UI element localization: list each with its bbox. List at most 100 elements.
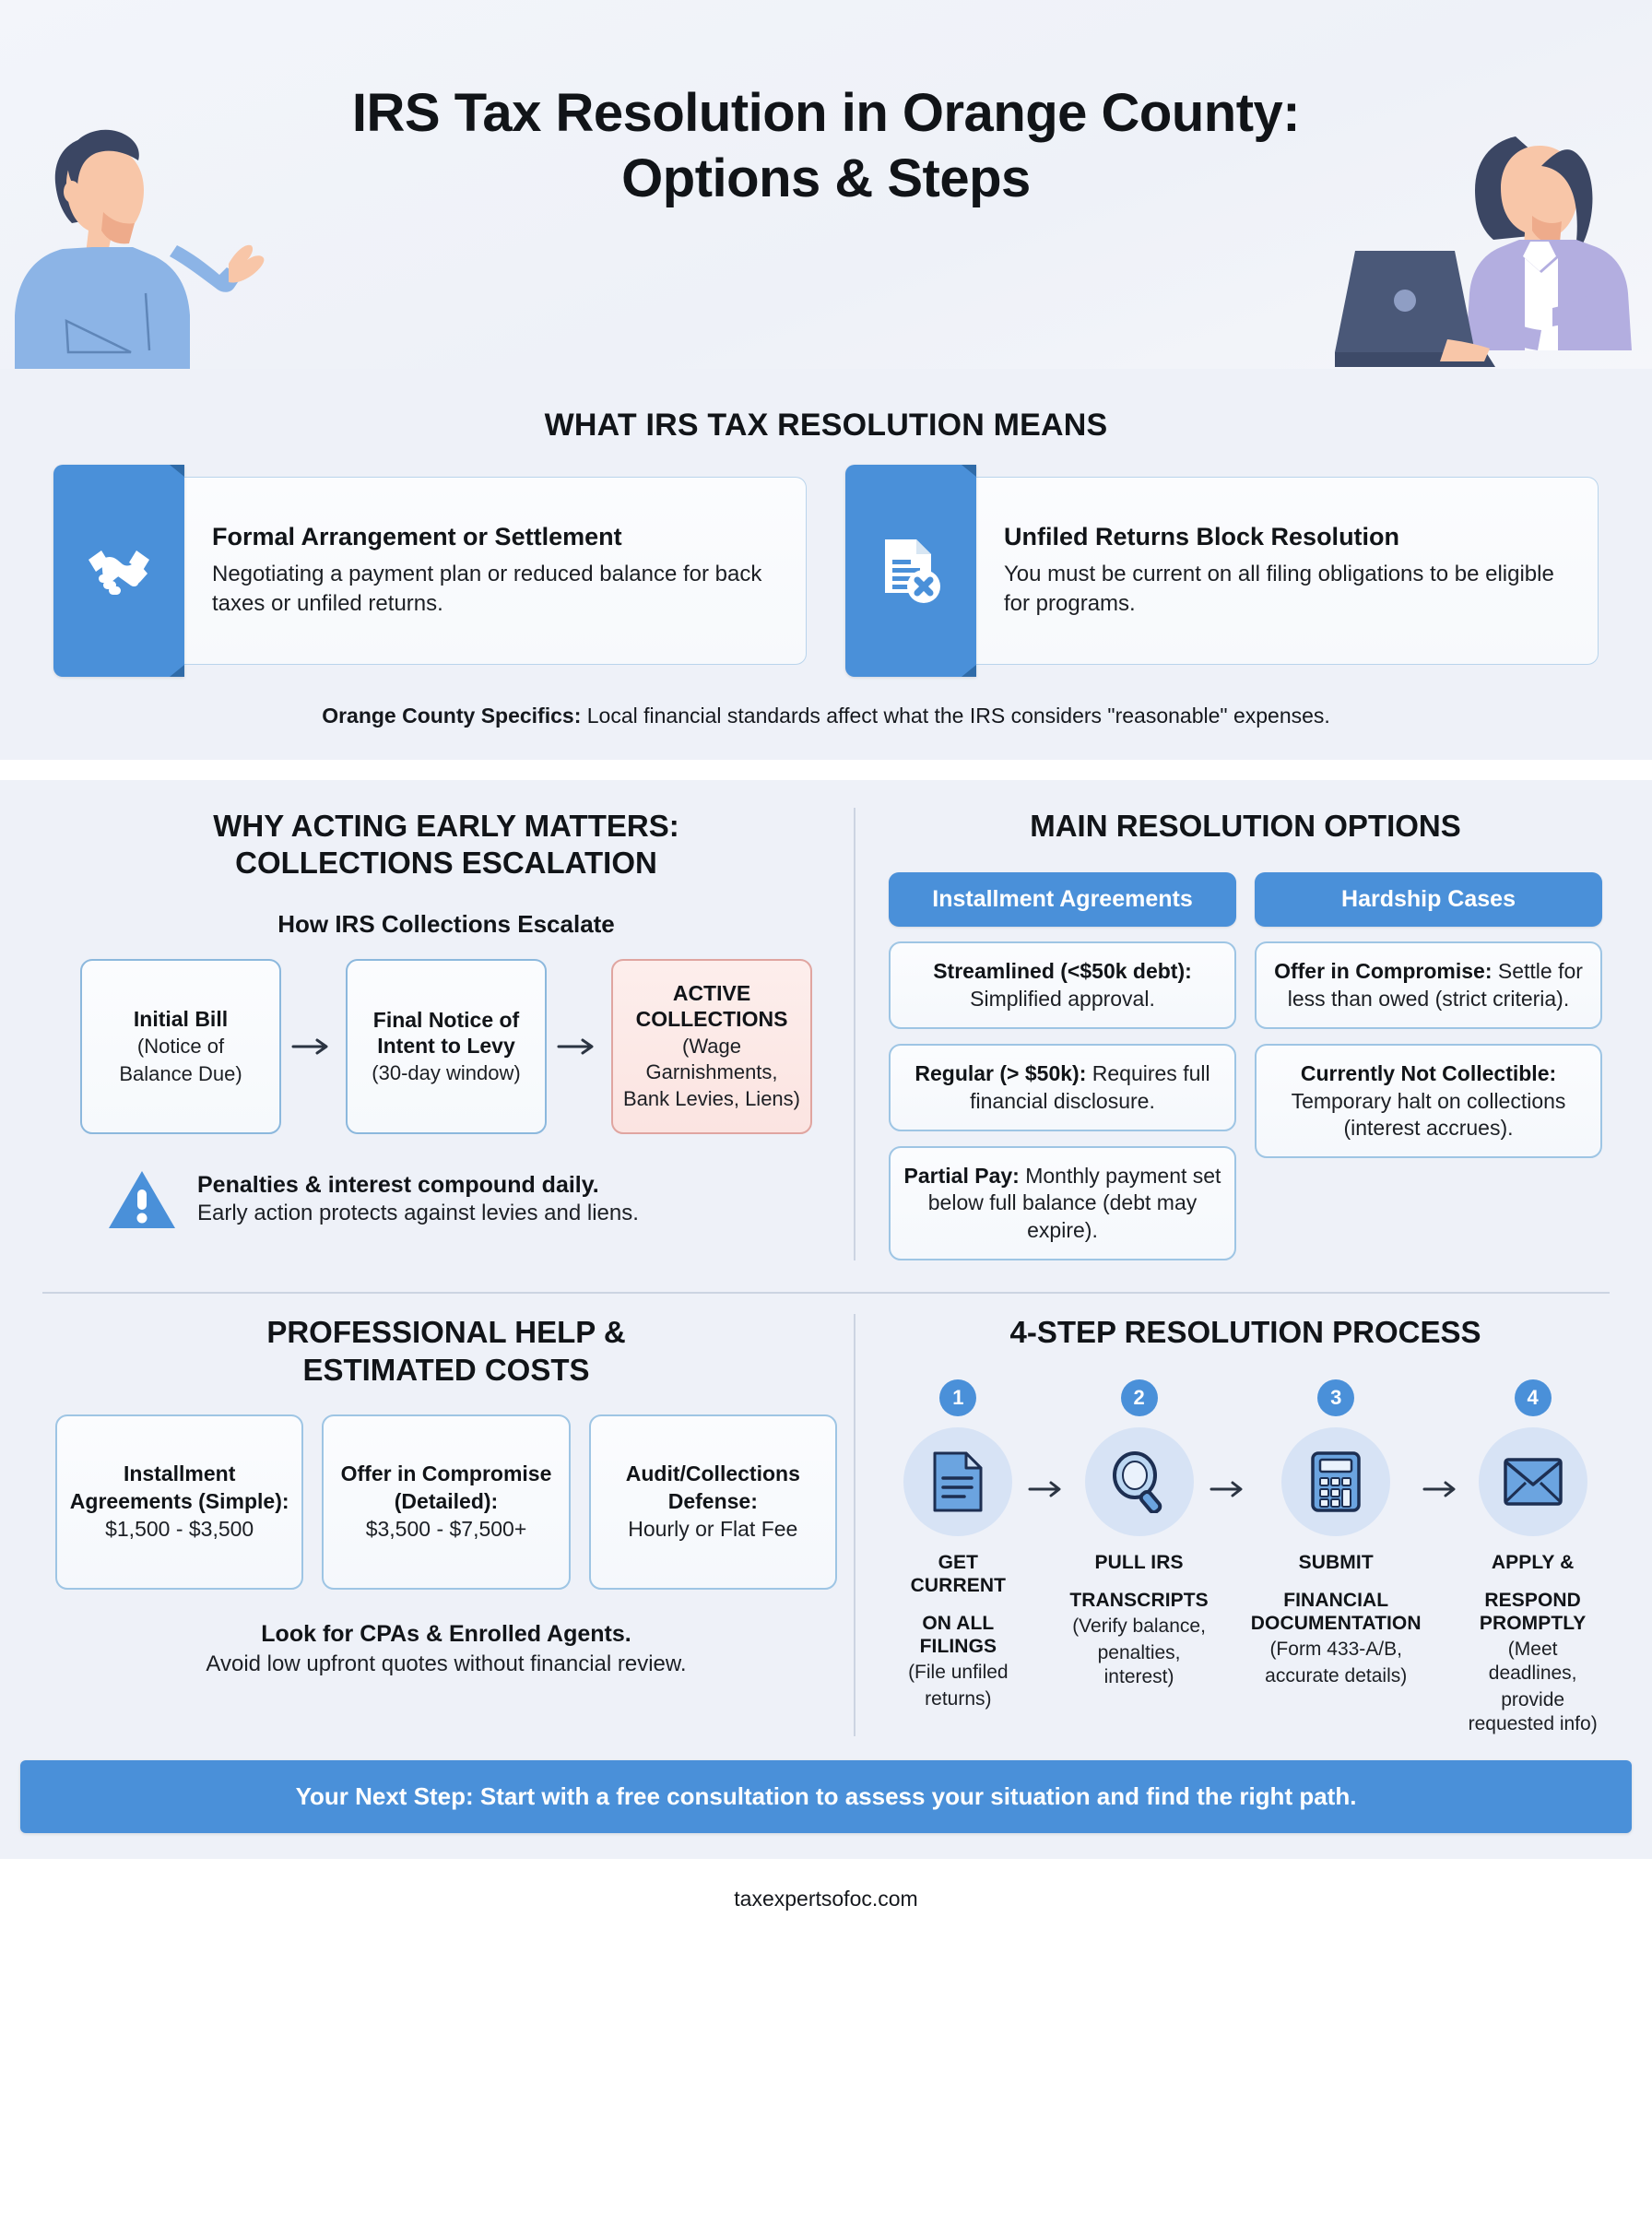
means-card-text: You must be current on all filing obliga… bbox=[1004, 561, 1554, 616]
step-label-line-1: GET CURRENT bbox=[910, 1551, 1007, 1596]
page-title-line-1: IRS Tax Resolution in Orange County: bbox=[351, 83, 1301, 143]
cost-card-label: Audit/Collections Defense: bbox=[625, 1461, 800, 1513]
option-card: Offer in Compromise: Settle for less tha… bbox=[1255, 941, 1602, 1030]
process-title: 4-STEP RESOLUTION PROCESS bbox=[1009, 1315, 1481, 1350]
calculator-icon bbox=[1311, 1450, 1361, 1512]
costs-note: Look for CPAs & Enrolled Agents. Avoid l… bbox=[55, 1621, 837, 1677]
costs-note-body: Avoid low upfront quotes without financi… bbox=[206, 1651, 687, 1676]
option-card-label: Streamlined (<$50k debt): bbox=[933, 959, 1192, 984]
flow-step-title: Final Notice of Intent to Levy bbox=[372, 1007, 520, 1058]
step-sub-line-1: (Meet deadlines, bbox=[1488, 1639, 1577, 1685]
step-sub-line-1: (Verify balance, bbox=[1072, 1615, 1206, 1637]
option-column-installment: Installment Agreements Streamlined (<$50… bbox=[889, 872, 1236, 1261]
flow-step-title: ACTIVE COLLECTIONS bbox=[635, 980, 788, 1031]
man-pointing-illustration bbox=[15, 129, 265, 369]
why-early-title-line-1: WHY ACTING EARLY MATTERS: bbox=[213, 809, 679, 843]
step-label-line-2: FINANCIAL DOCUMENTATION bbox=[1250, 1589, 1422, 1634]
option-column-hardship: Hardship Cases Offer in Compromise: Sett… bbox=[1255, 872, 1602, 1159]
page-title: IRS Tax Resolution in Orange County: Opt… bbox=[0, 81, 1652, 212]
column-resolution-options: MAIN RESOLUTION OPTIONS Installment Agre… bbox=[854, 808, 1610, 1261]
penalties-warning-headline: Penalties & interest compound daily. bbox=[197, 1172, 599, 1198]
page-title-line-2: Options & Steps bbox=[621, 148, 1031, 208]
option-card: Streamlined (<$50k debt): Simplified app… bbox=[889, 941, 1236, 1030]
step-icon-circle bbox=[903, 1426, 1013, 1536]
column-professional-costs: PROFESSIONAL HELP & ESTIMATED COSTS Inst… bbox=[42, 1314, 854, 1736]
step-sub-line-2: provide requested info) bbox=[1468, 1689, 1598, 1735]
header-banner: IRS Tax Resolution in Orange County: Opt… bbox=[0, 0, 1652, 369]
process-arrow-icon bbox=[1027, 1379, 1069, 1499]
option-card-text: Simplified approval. bbox=[970, 986, 1155, 1011]
flow-step-sub-1: (Notice of bbox=[136, 1034, 225, 1058]
process-step: 2 PULL IRS TRANSCRIPTS (Verify balance, … bbox=[1069, 1379, 1209, 1689]
option-column-header: Installment Agreements bbox=[889, 872, 1236, 928]
step-icon-circle bbox=[1281, 1426, 1391, 1536]
step-sub-line-1: (File unfiled bbox=[908, 1662, 1009, 1684]
option-card-label: Offer in Compromise: bbox=[1274, 959, 1493, 984]
bottom-columns: PROFESSIONAL HELP & ESTIMATED COSTS Inst… bbox=[0, 1314, 1652, 1737]
step-label-line-2: RESPOND PROMPTLY bbox=[1479, 1589, 1587, 1634]
means-card-body: Formal Arrangement or Settlement Negotia… bbox=[184, 477, 807, 665]
step-label-line-1: APPLY & bbox=[1491, 1551, 1575, 1573]
document-icon bbox=[933, 1451, 983, 1512]
step-label-line-1: PULL IRS bbox=[1094, 1551, 1184, 1573]
flow-step-sub-2: Bank Levies, Liens) bbox=[623, 1087, 800, 1111]
process-step: 1 GET CURRENT ON ALL FILINGS (File unfil… bbox=[889, 1379, 1027, 1712]
penalties-warning: Penalties & interest compound daily. Ear… bbox=[55, 1167, 837, 1232]
option-card-label: Partial Pay: bbox=[903, 1164, 1020, 1188]
cost-card-value: $1,500 - $3,500 bbox=[105, 1516, 254, 1541]
flow-step-final-notice: Final Notice of Intent to Levy (30-day w… bbox=[346, 958, 547, 1134]
process-step-list: 1 GET CURRENT ON ALL FILINGS (File unfil… bbox=[889, 1379, 1602, 1737]
orange-county-note-text: Local financial standards affect what th… bbox=[581, 704, 1330, 728]
cost-card-value: Hourly or Flat Fee bbox=[628, 1516, 798, 1541]
footer-website-url[interactable]: taxexpertsofoc.com bbox=[0, 1859, 1652, 1936]
section-what-it-means: WHAT IRS TAX RESOLUTION MEANS Formal bbox=[0, 369, 1652, 760]
step-sub-line-1: (Form 433-A/B, bbox=[1269, 1639, 1402, 1661]
top-columns: WHY ACTING EARLY MATTERS: COLLECTIONS ES… bbox=[0, 808, 1652, 1261]
cost-card-label: Installment Agreements (Simple): bbox=[69, 1461, 289, 1513]
option-card-text: Settle for less than owed (strict criter… bbox=[1287, 959, 1583, 1011]
option-column-header: Hardship Cases bbox=[1255, 872, 1602, 928]
option-card-label: Regular (> $50k): bbox=[914, 1061, 1087, 1086]
costs-title-line-2: ESTIMATED COSTS bbox=[302, 1352, 590, 1387]
section-divider bbox=[42, 1292, 1610, 1295]
penalties-warning-body: Early action protects against levies and… bbox=[197, 1201, 639, 1225]
step-sub-line-2: penalties, interest) bbox=[1097, 1641, 1181, 1687]
option-card: Partial Pay: Monthly payment set below f… bbox=[889, 1146, 1236, 1261]
escalation-subtitle: How IRS Collections Escalate bbox=[277, 909, 615, 938]
means-card-heading: Formal Arrangement or Settlement bbox=[212, 522, 622, 550]
column-four-step-process: 4-STEP RESOLUTION PROCESS 1 GET CURRENT bbox=[854, 1314, 1610, 1737]
section-body: WHY ACTING EARLY MATTERS: COLLECTIONS ES… bbox=[0, 780, 1652, 1860]
column-why-early: WHY ACTING EARLY MATTERS: COLLECTIONS ES… bbox=[42, 808, 854, 1260]
step-number-badge: 4 bbox=[1514, 1379, 1552, 1416]
handshake-icon bbox=[53, 465, 184, 677]
step-label-line-1: SUBMIT bbox=[1298, 1551, 1374, 1573]
flow-step-sub-2: Balance Due) bbox=[119, 1061, 242, 1085]
process-step: 4 APPLY & RESPOND PROMPTLY (Meet deadlin… bbox=[1464, 1379, 1602, 1737]
cost-card-label: Offer in Compromise (Detailed): bbox=[340, 1461, 552, 1513]
cta-banner[interactable]: Your Next Step: Start with a free consul… bbox=[20, 1760, 1632, 1834]
means-card-list: Formal Arrangement or Settlement Negotia… bbox=[0, 465, 1652, 677]
option-card: Currently Not Collectible: Temporary hal… bbox=[1255, 1044, 1602, 1159]
option-card-label: Currently Not Collectible: bbox=[1300, 1061, 1557, 1086]
flow-arrow-icon bbox=[554, 1035, 604, 1058]
document-x-icon bbox=[845, 465, 976, 677]
step-number-badge: 2 bbox=[1120, 1379, 1158, 1416]
means-card-text: Negotiating a payment plan or reduced ba… bbox=[212, 561, 762, 616]
section-means-title: WHAT IRS TAX RESOLUTION MEANS bbox=[544, 408, 1108, 443]
option-card: Regular (> $50k): Requires full financia… bbox=[889, 1044, 1236, 1131]
means-card-body: Unfiled Returns Block Resolution You mus… bbox=[976, 477, 1599, 665]
step-label-line-2: ON ALL FILINGS bbox=[919, 1612, 997, 1658]
step-icon-circle bbox=[1084, 1426, 1194, 1536]
magnifier-icon bbox=[1112, 1450, 1162, 1513]
cost-card-list: Installment Agreements (Simple): $1,500 … bbox=[55, 1414, 837, 1590]
envelope-icon bbox=[1503, 1457, 1563, 1506]
orange-county-note-label: Orange County Specifics: bbox=[322, 704, 582, 728]
woman-with-laptop-illustration bbox=[1335, 136, 1632, 367]
cost-card: Installment Agreements (Simple): $1,500 … bbox=[55, 1414, 304, 1590]
option-card-text: Requires full financial disclosure. bbox=[970, 1061, 1210, 1113]
step-sub-line-2: accurate details) bbox=[1265, 1665, 1408, 1687]
process-arrow-icon bbox=[1422, 1379, 1464, 1499]
cost-card-value: $3,500 - $7,500+ bbox=[365, 1516, 527, 1541]
option-card-text: Temporary halt on collections (interest … bbox=[1291, 1088, 1566, 1140]
